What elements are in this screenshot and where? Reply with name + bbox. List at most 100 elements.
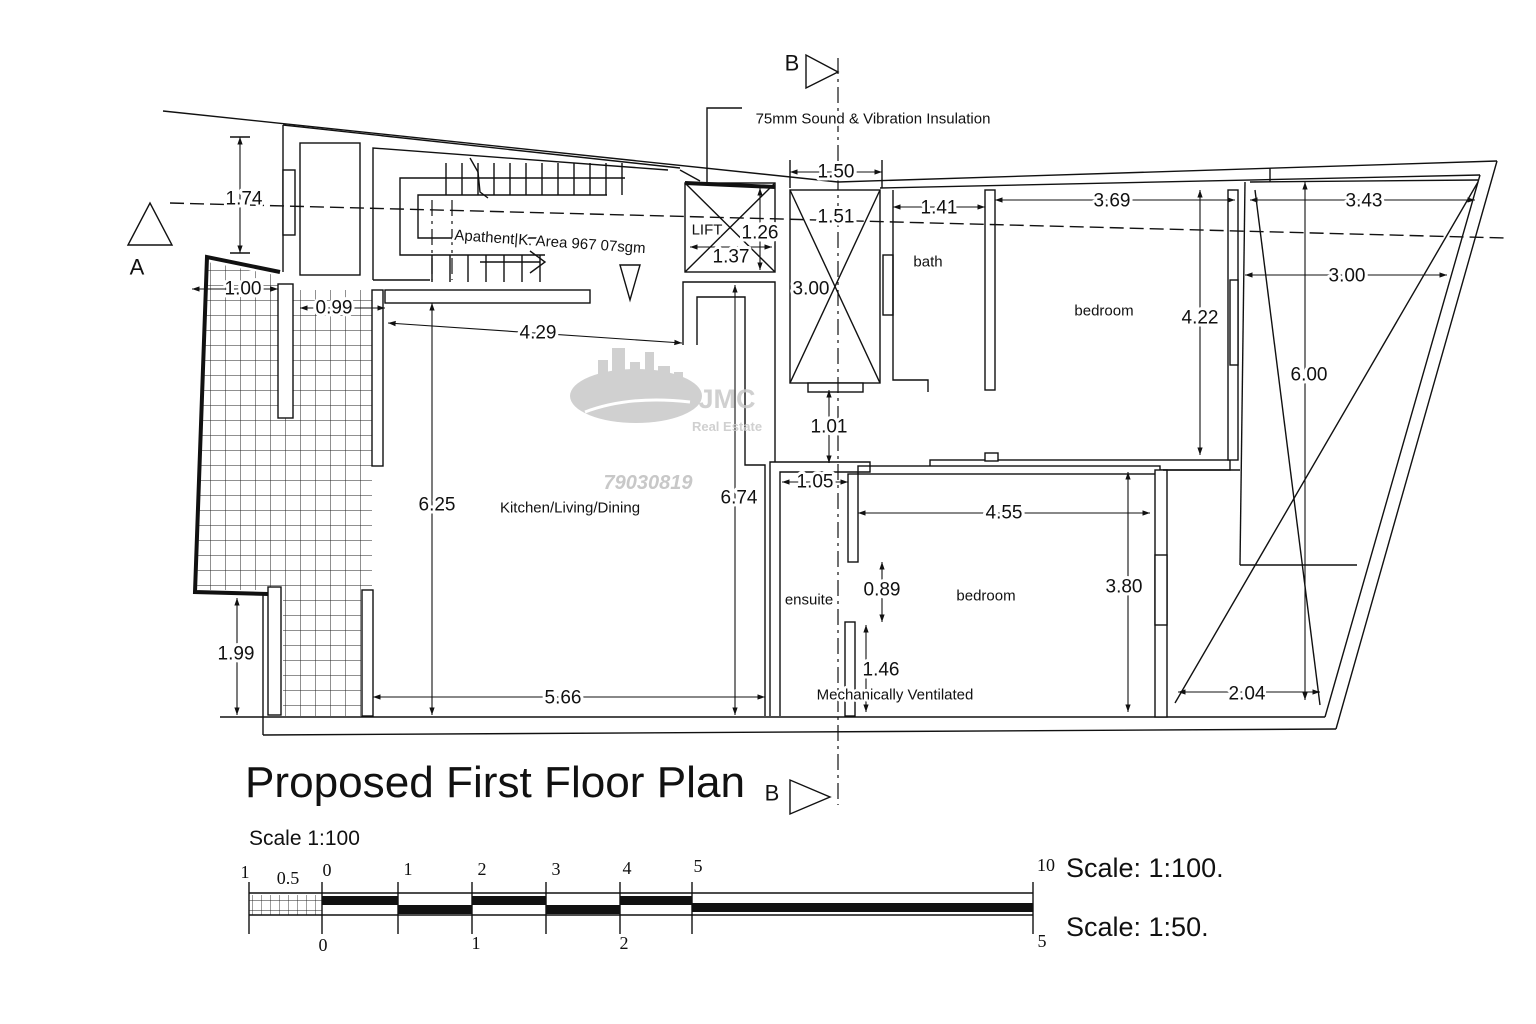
kitchen-wall	[361, 589, 374, 717]
dimension-value: 1.50	[818, 162, 855, 183]
scale-bar-top-label: 3	[552, 859, 561, 879]
dimension-value: 1.37	[713, 247, 750, 268]
dimension-value: 3.80	[1106, 577, 1143, 598]
room-label-bedroom-bottom: bedroom	[956, 588, 1015, 605]
external-wall-line	[282, 124, 681, 169]
partition-wall	[1239, 181, 1246, 566]
room-label-kitchen: Kitchen/Living/Dining	[500, 500, 640, 517]
dimension-value: 1.74	[226, 189, 263, 210]
dimension-value: 3.00	[1329, 266, 1366, 287]
window	[882, 254, 894, 316]
insulation-note: 75mm Sound & Vibration Insulation	[756, 111, 991, 128]
scale-bar-bottom-label: 5	[1038, 931, 1047, 951]
scale-bar-segment	[472, 896, 546, 905]
balcony-wall	[267, 586, 282, 716]
scale-bar-top-label: 1	[404, 859, 413, 879]
dimension-value: 1.01	[811, 417, 848, 438]
window	[1229, 279, 1239, 366]
scale-bar-bottom-label: 2	[620, 933, 629, 953]
dimension-value: 1.26	[742, 223, 779, 244]
kitchen-wall	[696, 296, 766, 716]
stair-landing	[384, 289, 591, 304]
logo-building	[645, 352, 654, 390]
partition-wall	[857, 465, 1161, 475]
scale-label-1-100: Scale: 1:100.	[1066, 853, 1224, 883]
scale-bar-top-label: 2	[478, 859, 487, 879]
section-b-top-label: B	[785, 51, 800, 76]
scale-bar-top-label: 0	[323, 860, 332, 880]
property-line	[262, 728, 1337, 736]
external-wall-line	[879, 174, 1481, 189]
logo-building	[674, 372, 683, 390]
wall-line	[679, 169, 701, 182]
dimension-value: 0.89	[864, 580, 901, 601]
stair-outline	[399, 177, 625, 256]
external-wall-line	[1324, 174, 1481, 718]
partition-wall	[847, 473, 859, 563]
scale-bar-top-label: 1	[241, 862, 250, 882]
wall-line	[1249, 179, 1479, 183]
partition-wall	[277, 283, 294, 419]
drawing-scale-note: Scale 1:100	[249, 827, 360, 850]
balcony-parapet	[192, 254, 281, 596]
walls	[267, 107, 1479, 718]
logo-building	[630, 362, 640, 390]
property-line	[162, 110, 839, 183]
area-note: Apathent|K. Area 967 07sgm	[454, 227, 646, 257]
scale-bar-segment	[398, 905, 472, 914]
drawing-title: Proposed First Floor Plan	[245, 758, 745, 807]
section-a-marker	[126, 201, 174, 246]
room-label-bedroom-top: bedroom	[1074, 303, 1133, 320]
dimension-value: 1.00	[225, 279, 262, 300]
shaft-sill	[807, 382, 864, 393]
room-label-lift: LIFT	[692, 222, 723, 239]
dimension-value: 1.51	[818, 207, 855, 228]
scale-bar-top-label: 5	[694, 856, 703, 876]
balcony-tiled-area	[197, 262, 372, 590]
scale-bar-segment	[546, 905, 620, 914]
stair-tiled-strip	[283, 590, 361, 716]
logo-building	[612, 348, 625, 390]
logo-building	[658, 366, 670, 390]
section-a-label: A	[130, 255, 145, 280]
level-marker	[619, 264, 641, 303]
service-room	[299, 142, 361, 276]
window	[1154, 554, 1168, 626]
scale-label-1-50: Scale: 1:50.	[1066, 912, 1209, 942]
scale-bar-top-label: 4	[623, 858, 632, 878]
partition-wall	[844, 621, 856, 717]
dimension-value: 3.43	[1346, 191, 1383, 212]
stair-break-line	[469, 157, 489, 199]
staircase	[399, 157, 641, 303]
section-lines	[126, 53, 1506, 816]
stair-direction-arrow	[529, 250, 547, 274]
ventilation-note: Mechanically Ventilated	[817, 687, 974, 704]
watermark-logo: JMC Real Estate	[570, 348, 762, 434]
dimension-value: 1.05	[797, 472, 834, 493]
window	[282, 169, 296, 236]
bath-wall	[892, 190, 929, 392]
watermark-phone: 79030819	[604, 472, 694, 494]
property-line	[1335, 160, 1498, 730]
room-label-ensuite: ensuite	[785, 592, 833, 609]
logo-brand: JMC	[698, 384, 755, 414]
scale-bar-segment	[322, 896, 398, 905]
dimension-line	[387, 320, 683, 346]
dimension-value: 4.29	[520, 323, 557, 344]
insulation-leader	[706, 107, 742, 182]
dimension-value: 6.74	[721, 488, 758, 509]
stair-outline	[417, 194, 607, 239]
section-b-bottom-marker	[789, 778, 832, 816]
lift-door-head	[684, 181, 776, 189]
property-line	[837, 160, 1498, 183]
section-b-top-marker	[805, 53, 840, 90]
dimension-value: 1.99	[218, 644, 255, 665]
dimension-value: 3.00	[793, 279, 830, 300]
logo-building	[598, 360, 608, 390]
scale-bar-subdivision	[249, 895, 322, 915]
void-diagonal	[1254, 189, 1321, 706]
dimension-value: 1.46	[863, 660, 900, 681]
partition-wall	[984, 189, 996, 391]
dimension-value: 4.55	[986, 503, 1023, 524]
